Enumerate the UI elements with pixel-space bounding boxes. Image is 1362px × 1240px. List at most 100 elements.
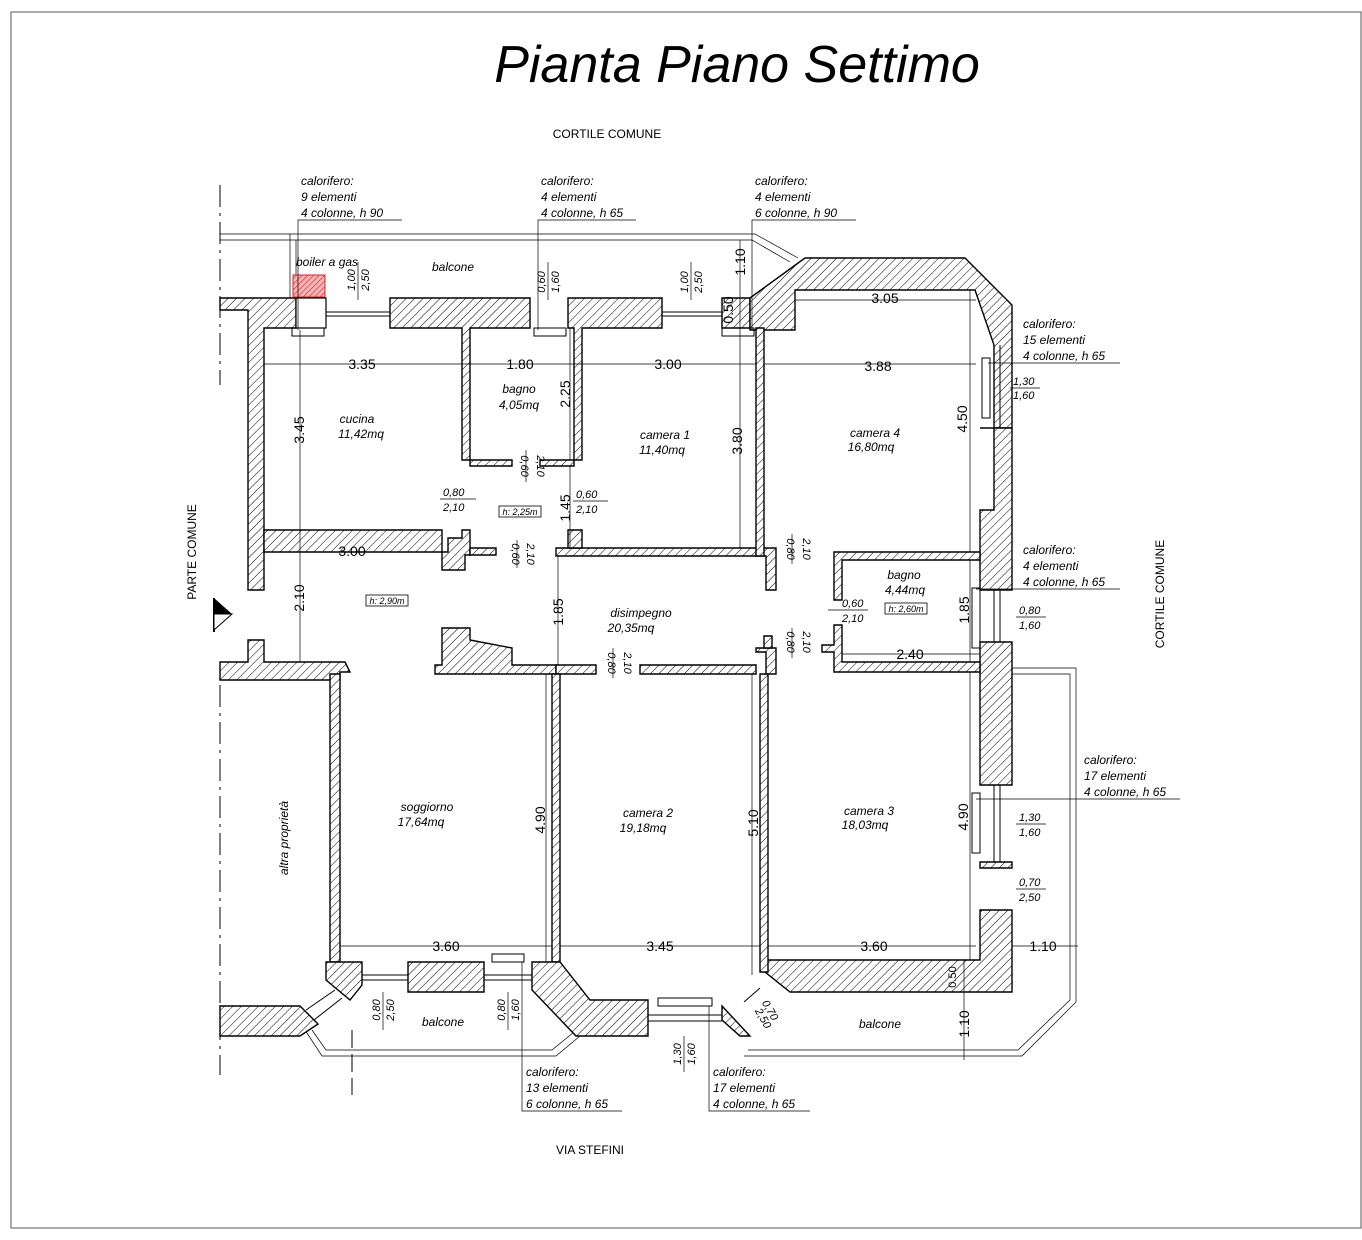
room-area: 20,35mq (607, 621, 655, 635)
boiler-box (295, 297, 327, 329)
svg-text:calorifero:: calorifero: (526, 1065, 579, 1079)
dim-camera4-width: 3.88 (864, 358, 891, 374)
radiator-callout: calorifero: 17 elementi 4 colonne, h 65 (976, 753, 1180, 800)
radiator-callout: calorifero: 15 elementi 4 colonne, h 65 (988, 317, 1120, 364)
room-area: 19,18mq (620, 821, 667, 835)
dim-camera2-height: 5.10 (745, 809, 761, 836)
room-name: bagno (502, 382, 536, 396)
room-bagno: bagno 4,05mq (499, 382, 539, 412)
entrance-arrow-icon (213, 598, 234, 632)
dim-camera1-width: 3.00 (654, 356, 681, 372)
room-name: bagno (887, 568, 921, 582)
room-area: 4,05mq (499, 398, 539, 412)
dim-cucina-width2: 3.00 (338, 543, 365, 559)
dim-balcone-top: 1.10 (732, 248, 748, 275)
room-area: 11,40mq (639, 443, 685, 457)
dim-soggiorno-width: 3.60 (432, 938, 459, 954)
svg-text:1,00: 1,00 (346, 268, 358, 290)
svg-text:0,80: 0,80 (1019, 605, 1041, 617)
svg-text:4 colonne, h 65: 4 colonne, h 65 (1084, 785, 1166, 799)
door-label: 0,80 2,10 (605, 648, 633, 678)
svg-text:0,80: 0,80 (443, 487, 465, 499)
svg-text:0,60: 0,60 (576, 489, 598, 501)
svg-text:2,10: 2,10 (621, 651, 633, 674)
svg-text:calorifero:: calorifero: (301, 174, 354, 188)
svg-text:2,10: 2,10 (524, 542, 536, 565)
svg-text:2,10: 2,10 (800, 630, 812, 653)
svg-text:h: 2,90m: h: 2,90m (369, 596, 405, 606)
window-label: 1,00 2,50 (679, 262, 705, 300)
svg-text:13 elementi: 13 elementi (526, 1081, 588, 1095)
svg-text:2,10: 2,10 (442, 502, 465, 514)
window-label: 0,70 2,50 (1016, 877, 1046, 904)
height-tag: h: 2,60m (884, 602, 928, 615)
svg-text:h: 2,25m: h: 2,25m (502, 507, 538, 517)
dimension-lines (264, 240, 1078, 1060)
svg-text:2,50: 2,50 (385, 998, 397, 1021)
svg-text:0,60: 0,60 (509, 543, 521, 565)
label-west: PARTE COMUNE (185, 504, 199, 600)
svg-text:2,50: 2,50 (693, 270, 705, 293)
window-label: 1,30 1,60 (672, 1036, 698, 1072)
radiator-callout: calorifero: 4 elementi 4 colonne, h 65 (537, 174, 636, 330)
svg-text:6 colonne, h 65: 6 colonne, h 65 (526, 1097, 608, 1111)
svg-text:0,60: 0,60 (842, 598, 864, 610)
svg-text:calorifero:: calorifero: (713, 1065, 766, 1079)
dim-balcone-right: 1.10 (1029, 938, 1056, 954)
door-label: 0,80 2,10 (440, 487, 476, 514)
dim-ingresso-height: 2.10 (291, 584, 307, 611)
svg-text:2,10: 2,10 (800, 537, 812, 560)
svg-text:2,50: 2,50 (1018, 892, 1041, 904)
svg-text:2,10: 2,10 (534, 454, 546, 477)
dim-bagno2-height: 1.85 (956, 596, 972, 623)
dim-camera3-height: 4.90 (955, 803, 971, 830)
svg-text:17 elementi: 17 elementi (1084, 769, 1146, 783)
balcony-label-top: balcone (432, 260, 474, 274)
svg-text:4 colonne, h 65: 4 colonne, h 65 (1023, 575, 1105, 589)
dim-camera4-height: 4.50 (954, 405, 970, 432)
window-label: 0,70 2,50 (752, 998, 781, 1031)
svg-text:4 elementi: 4 elementi (1023, 559, 1079, 573)
dim-camera1-height: 3.80 (729, 427, 745, 454)
window-label: 0,80 1,60 (1016, 605, 1046, 632)
svg-text:1,60: 1,60 (1013, 390, 1035, 402)
svg-text:4 elementi: 4 elementi (755, 190, 811, 204)
door-label: 0,60 2,10 (573, 489, 608, 516)
door-label: 0,80 2,10 (784, 534, 812, 564)
height-tag: h: 2,25m (498, 505, 542, 518)
room-disimpegno: disimpegno 20,35mq (607, 606, 672, 635)
radiator-callout: calorifero: 4 elementi 4 colonne, h 65 (976, 543, 1120, 590)
radiator-callout: calorifero: 17 elementi 4 colonne, h 65 (708, 1006, 810, 1112)
balcony-label-bottom: balcone (422, 1015, 464, 1029)
svg-text:4 elementi: 4 elementi (541, 190, 597, 204)
svg-text:2,10: 2,10 (841, 613, 864, 625)
dim-bagno-width: 1.80 (506, 356, 533, 372)
room-soggiorno: soggiorno 17,64mq (398, 800, 454, 829)
room-name: camera 2 (623, 806, 673, 820)
svg-text:1,30: 1,30 (1013, 376, 1035, 388)
room-area: 17,64mq (398, 815, 445, 829)
dim-balcone-bottom: 1.10 (956, 1010, 972, 1037)
svg-text:1,60: 1,60 (550, 270, 562, 292)
label-west-lower: altra proprietà (277, 801, 291, 875)
svg-text:0,60: 0,60 (518, 455, 530, 477)
door-label: 0,60 2,10 (509, 540, 536, 568)
dim-soggiorno-height: 4.90 (532, 806, 548, 833)
radiator-callout: calorifero: 9 elementi 4 colonne, h 90 (297, 174, 402, 330)
window-label: 0,80 2,50 (371, 992, 397, 1030)
dim-camera4-top: 3.05 (871, 290, 898, 306)
dim-wall-bottom: 0.50 (947, 966, 959, 987)
room-name: camera 3 (844, 804, 894, 818)
svg-text:0,80: 0,80 (371, 998, 383, 1020)
balcony-label-right: balcone (859, 1017, 901, 1031)
balcony-right (744, 667, 1077, 1057)
balcony-bottom (304, 1029, 581, 1057)
svg-text:1,30: 1,30 (1019, 812, 1041, 824)
room-area: 11,42mq (338, 427, 384, 441)
svg-text:1,60: 1,60 (510, 998, 522, 1020)
svg-text:9 elementi: 9 elementi (301, 190, 357, 204)
walls (219, 257, 1013, 1037)
sheet-frame (10, 11, 1362, 1229)
svg-text:0,80: 0,80 (496, 998, 508, 1020)
